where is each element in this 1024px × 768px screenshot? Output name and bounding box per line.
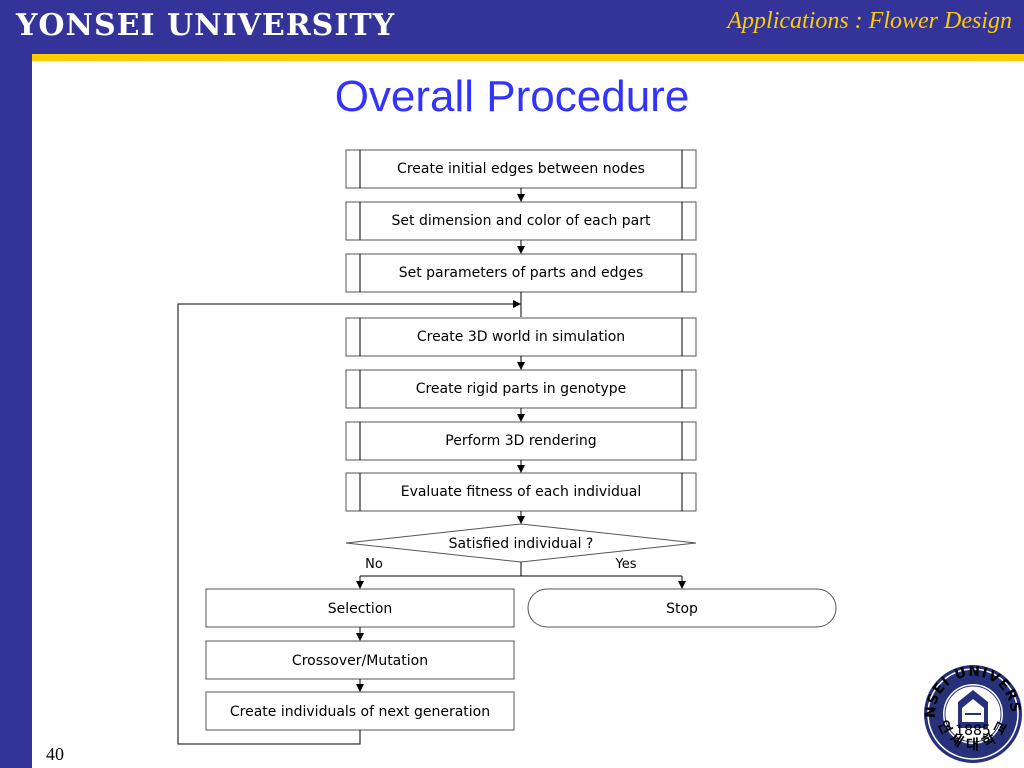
stop-label: Stop — [666, 601, 698, 617]
flow-step-5-label: Create rigid parts in genotype — [416, 381, 627, 397]
university-name: YONSEI UNIVERSITY — [16, 8, 396, 43]
flow-step-1-label: Create initial edges between nodes — [397, 161, 645, 177]
decision-label: Satisfied individual ? — [449, 536, 594, 552]
flow-crossover-step: Crossover/Mutation — [205, 640, 515, 680]
flow-step-7: Evaluate fitness of each individual — [345, 472, 697, 512]
flow-step-2-label: Set dimension and color of each part — [392, 213, 652, 229]
lecture-subject: Applications : Flower Design — [727, 8, 1012, 34]
flow-step-6-label: Perform 3D rendering — [445, 433, 596, 449]
next-generation-label: Create individuals of next generation — [230, 704, 490, 720]
header-bar — [0, 0, 1024, 54]
flow-step-6: Perform 3D rendering — [345, 421, 697, 461]
branch-yes-label: Yes — [615, 557, 637, 572]
flow-step-7-label: Evaluate fitness of each individual — [401, 484, 642, 500]
left-side-bar — [0, 54, 32, 768]
flow-selection-step: Selection — [205, 588, 515, 628]
edge-loop-back — [177, 300, 521, 745]
flow-next-generation-step: Create individuals of next generation — [205, 691, 515, 731]
seal-year: 1885 — [955, 723, 991, 739]
flow-step-5: Create rigid parts in genotype — [345, 369, 697, 409]
flow-stop-terminal: Stop — [527, 588, 837, 628]
selection-label: Selection — [328, 601, 393, 617]
header-accent-line — [0, 54, 1024, 61]
flow-step-3: Set parameters of parts and edges — [345, 253, 697, 293]
crossover-label: Crossover/Mutation — [292, 653, 428, 669]
slide-title: Overall Procedure — [334, 72, 690, 121]
decision-node: Satisfied individual ? — [345, 523, 697, 563]
flow-step-4: Create 3D world in simulation — [345, 317, 697, 357]
flow-step-2: Set dimension and color of each part — [345, 201, 697, 241]
flow-step-4-label: Create 3D world in simulation — [417, 329, 625, 345]
flow-step-3-label: Set parameters of parts and edges — [399, 265, 644, 281]
flow-step-1: Create initial edges between nodes — [345, 149, 697, 189]
branch-no-label: No — [365, 557, 383, 572]
page-number: 40 — [46, 744, 64, 764]
